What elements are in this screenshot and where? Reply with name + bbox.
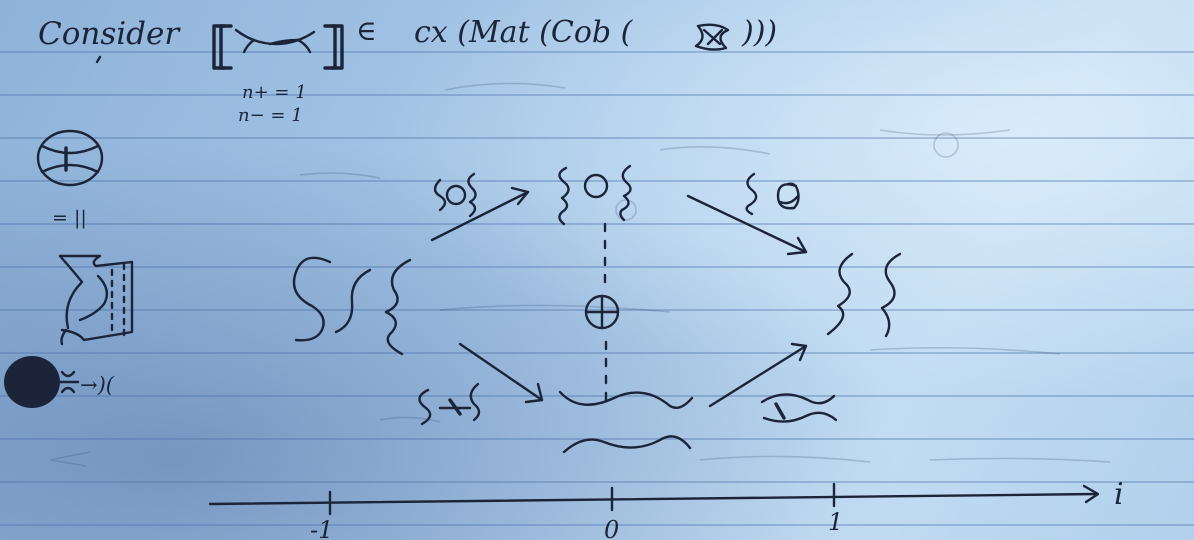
element-of-symbol: ∈ (356, 14, 377, 47)
homological-axis: -1 0 1 i (208, 477, 1124, 540)
empty-diagram-icon (694, 23, 730, 51)
tick-label-0: 0 (604, 516, 619, 540)
bleed-through-marks (49, 82, 1111, 467)
crossing-counts: n+ = 1 n− = 1 (238, 82, 307, 126)
complex-expression: cx (Mat (Cob ( (414, 15, 634, 50)
left-resolution (292, 256, 412, 356)
axis-line (208, 492, 1098, 506)
equals-mark: = || (52, 207, 87, 229)
saddle-surface-icon (58, 254, 134, 346)
arrow-top-to-right (686, 194, 808, 256)
closing-parens: ))) (741, 15, 777, 50)
top-left-small-resolution (433, 172, 477, 218)
arrow-left-to-bottom (458, 342, 544, 404)
bottom-right-resolution (760, 393, 838, 423)
arrow-bottom-to-right (708, 342, 808, 408)
n-minus-count: n− = 1 (238, 105, 303, 126)
bottom-center-resolution (558, 390, 694, 454)
resolution-cube (292, 164, 902, 454)
top-center-resolution (558, 164, 632, 226)
saddle-rule: →)( (58, 370, 115, 397)
top-right-small-resolution (745, 172, 800, 216)
axis-arrowhead (1082, 484, 1100, 504)
tick-label-1: 1 (828, 508, 843, 536)
tick-label-neg1: -1 (310, 516, 333, 540)
circle-crossing-icon (36, 129, 104, 187)
axis-label: i (1114, 477, 1124, 512)
left-notes: = || →)( (4, 129, 134, 408)
consider-underdot (95, 55, 102, 64)
n-plus-count: n+ = 1 (242, 82, 307, 103)
saddle-rule-text: →)( (80, 373, 115, 397)
bottom-left-resolution (418, 382, 481, 426)
header-line: Consider ∈ cx (Mat (Cob ( ))) (38, 14, 777, 70)
arrow-left-to-top (430, 186, 530, 242)
right-resolution (826, 252, 902, 338)
ink-blob (4, 356, 60, 408)
consider-word: Consider (38, 16, 181, 52)
khovanov-bracket-crossing (212, 24, 344, 70)
direct-sum-symbol (584, 294, 620, 330)
